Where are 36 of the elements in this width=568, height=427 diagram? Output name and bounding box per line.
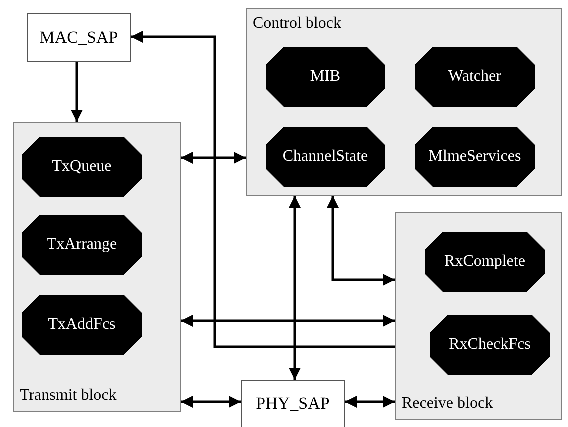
module-octagon [430,315,550,375]
block-container [395,212,562,420]
interface-box [241,380,345,427]
module-octagon [22,295,142,355]
module-octagon [415,47,535,107]
connector-arrow [71,62,83,122]
module-octagon [425,232,545,292]
connector-arrow [131,31,395,348]
module-label: TxArrange [46,236,118,254]
module-octagon [415,127,535,187]
connector-arrow [289,196,301,380]
module-label: ChannelState [282,148,368,166]
module-label: RxComplete [444,253,526,271]
interface-label: MAC_SAP [40,28,118,48]
module-octagon [22,215,142,275]
module-octagon [22,137,142,197]
module-label: MIB [310,68,341,86]
interface-box [27,13,131,62]
connector-arrow [345,396,395,408]
module-label: TxQueue [52,158,112,176]
connector-arrow [181,396,241,408]
module-octagon [266,47,385,107]
interface-label: PHY_SAP [256,394,330,414]
module-label: RxCheckFcs [449,336,531,354]
module-label: Watcher [448,68,502,86]
block-container [13,122,181,412]
module-octagon [266,127,385,187]
block-title: Control block [253,15,342,33]
block-container [246,8,562,196]
connector-arrow [181,315,395,327]
module-label: MlmeServices [428,148,522,166]
connector-arrow [327,196,395,286]
block-title: Transmit block [20,387,117,405]
block-title: Receive block [402,395,494,413]
module-label: TxAddFcs [48,316,116,334]
connector-arrow [181,152,246,164]
